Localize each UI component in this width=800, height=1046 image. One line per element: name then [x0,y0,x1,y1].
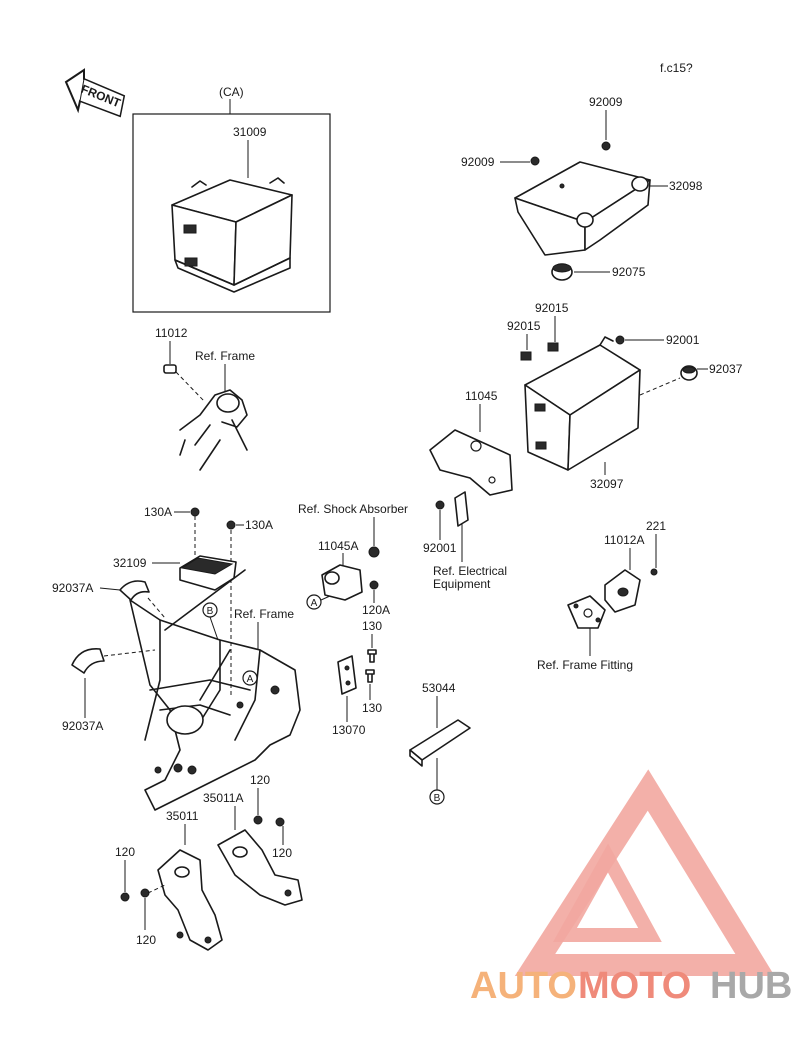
label-ca: (CA) [219,85,244,99]
bolt-11012 [163,364,177,374]
label-92009-left: 92009 [461,155,495,169]
label-120-top: 120 [250,773,270,787]
label-35011a: 35011A [203,791,243,805]
marker-b-band: B [429,789,445,805]
label-ref-shock-absorber: Ref. Shock Absorber [298,502,408,516]
electrical-bracket [454,491,469,527]
label-92037a-upper: 92037A [52,581,93,595]
watermark-hub: HUB [710,965,792,1007]
label-ref-frame-top: Ref. Frame [195,349,255,363]
label-221: 221 [646,519,666,533]
svg-text:A: A [311,598,318,609]
band-92037a-upper [119,580,150,601]
frame-fitting-plate [567,595,606,629]
watermark-auto: AUTO [470,965,577,1007]
label-120a: 120A [362,603,390,617]
label-31009: 31009 [233,125,267,139]
holder-32109 [179,555,237,591]
ca-variant-box [132,113,331,313]
label-92001-mid: 92001 [423,541,457,555]
label-130-top: 130 [362,619,382,633]
bolt-130-top [367,649,377,663]
label-130a-left: 130A [144,505,172,519]
label-ref-electrical: Ref. Electrical [433,564,507,578]
label-92037: 92037 [709,362,743,376]
band-53044 [409,719,471,767]
damper-11012a [604,569,641,613]
label-130a-right: 130A [245,518,273,532]
label-120-right: 120 [272,846,292,860]
bracket-11045 [429,429,513,496]
label-13070: 13070 [332,723,366,737]
bracket-35011 [157,849,223,951]
battery-case-31009 [171,177,293,293]
bracket-13070 [337,655,357,695]
label-92001-top: 92001 [666,333,700,347]
label-ref-equipment: Equipment [433,577,491,591]
label-92015-b: 92015 [507,319,541,333]
marker-a-bracket: A [306,594,322,610]
label-32097: 32097 [590,477,624,491]
label-32098: 32098 [669,179,703,193]
grommet-92037 [680,365,698,381]
label-92075: 92075 [612,265,646,279]
watermark-logo: AUTO MOTO HUB [470,769,792,1007]
label-92009-top: 92009 [589,95,623,109]
label-53044: 53044 [422,681,456,695]
watermark-moto: MOTO [578,965,691,1007]
corner-code: f.c15? [660,61,693,75]
main-frame [129,569,301,811]
label-35011: 35011 [166,809,199,823]
label-92037a-lower: 92037A [62,719,103,733]
svg-text:B: B [207,606,214,617]
marker-b-frame: B [202,602,218,618]
svg-text:A: A [247,674,254,685]
label-11045a: 11045A [318,539,358,553]
label-120-left: 120 [115,845,135,859]
label-32109: 32109 [113,556,147,570]
cover-32098 [514,161,651,256]
damper-92075 [551,263,573,281]
marker-a-frame: A [242,670,258,686]
label-11045: 11045 [465,389,498,403]
front-arrow-icon: FRONT [64,68,126,118]
battery-case-32097 [524,336,641,471]
label-ref-frame-mid: Ref. Frame [234,607,294,621]
label-92015-a: 92015 [535,301,569,315]
bracket-35011a [217,829,303,906]
label-ref-frame-fitting: Ref. Frame Fitting [537,658,633,672]
label-130-bottom: 130 [362,701,382,715]
label-11012a: 11012A [604,533,644,547]
bracket-11045a [321,564,363,601]
label-120-bottom: 120 [136,933,156,947]
bolt-130-bottom [365,669,375,683]
svg-text:B: B [434,793,441,804]
frame-stub-upper [179,389,248,471]
label-11012: 11012 [155,326,188,340]
band-92037a-lower [71,648,105,674]
